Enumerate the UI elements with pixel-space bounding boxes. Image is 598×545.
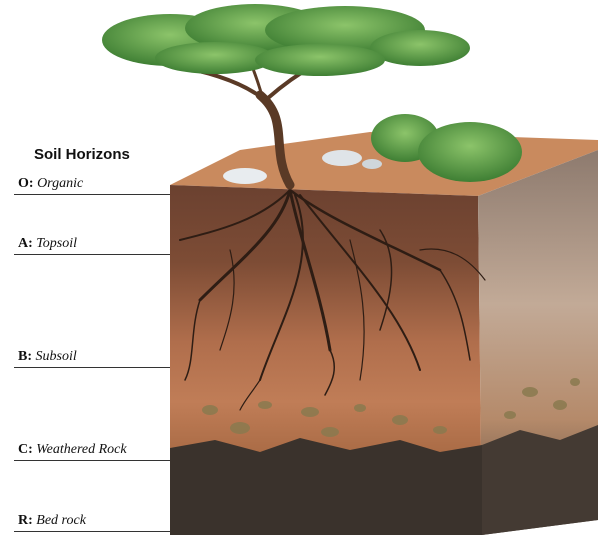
horizon-label-a: A: Topsoil [18, 236, 77, 252]
bedrock-band-side [482, 425, 598, 535]
horizon-label-r: R: Bed rock [18, 513, 86, 529]
surface-stone [362, 159, 382, 169]
horizon-label-c: C: Weathered Rock [18, 442, 127, 458]
horizon-name: Topsoil [36, 236, 77, 251]
horizon-code: B: [18, 349, 32, 364]
horizon-leader-line [14, 460, 170, 461]
shrub [418, 122, 522, 182]
horizon-name: Organic [37, 176, 83, 191]
horizon-code: O: [18, 176, 34, 191]
diagram-title: Soil Horizons [34, 146, 130, 163]
horizon-name: Subsoil [36, 349, 77, 364]
horizon-name: Weathered Rock [36, 442, 126, 457]
tree-canopy [102, 4, 470, 76]
bedrock-band [170, 438, 482, 535]
horizon-leader-line [14, 254, 170, 255]
horizon-name: Bed rock [36, 513, 86, 528]
horizon-label-b: B: Subsoil [18, 349, 77, 365]
horizon-leader-line [14, 531, 170, 532]
horizon-leader-line [14, 367, 170, 368]
horizon-code: R: [18, 513, 33, 528]
horizon-leader-line [14, 194, 170, 195]
surface-stone [223, 168, 267, 184]
horizon-label-o: O: Organic [18, 176, 83, 192]
horizon-code: A: [18, 236, 33, 251]
surface-stone [322, 150, 362, 166]
horizon-code: C: [18, 442, 33, 457]
